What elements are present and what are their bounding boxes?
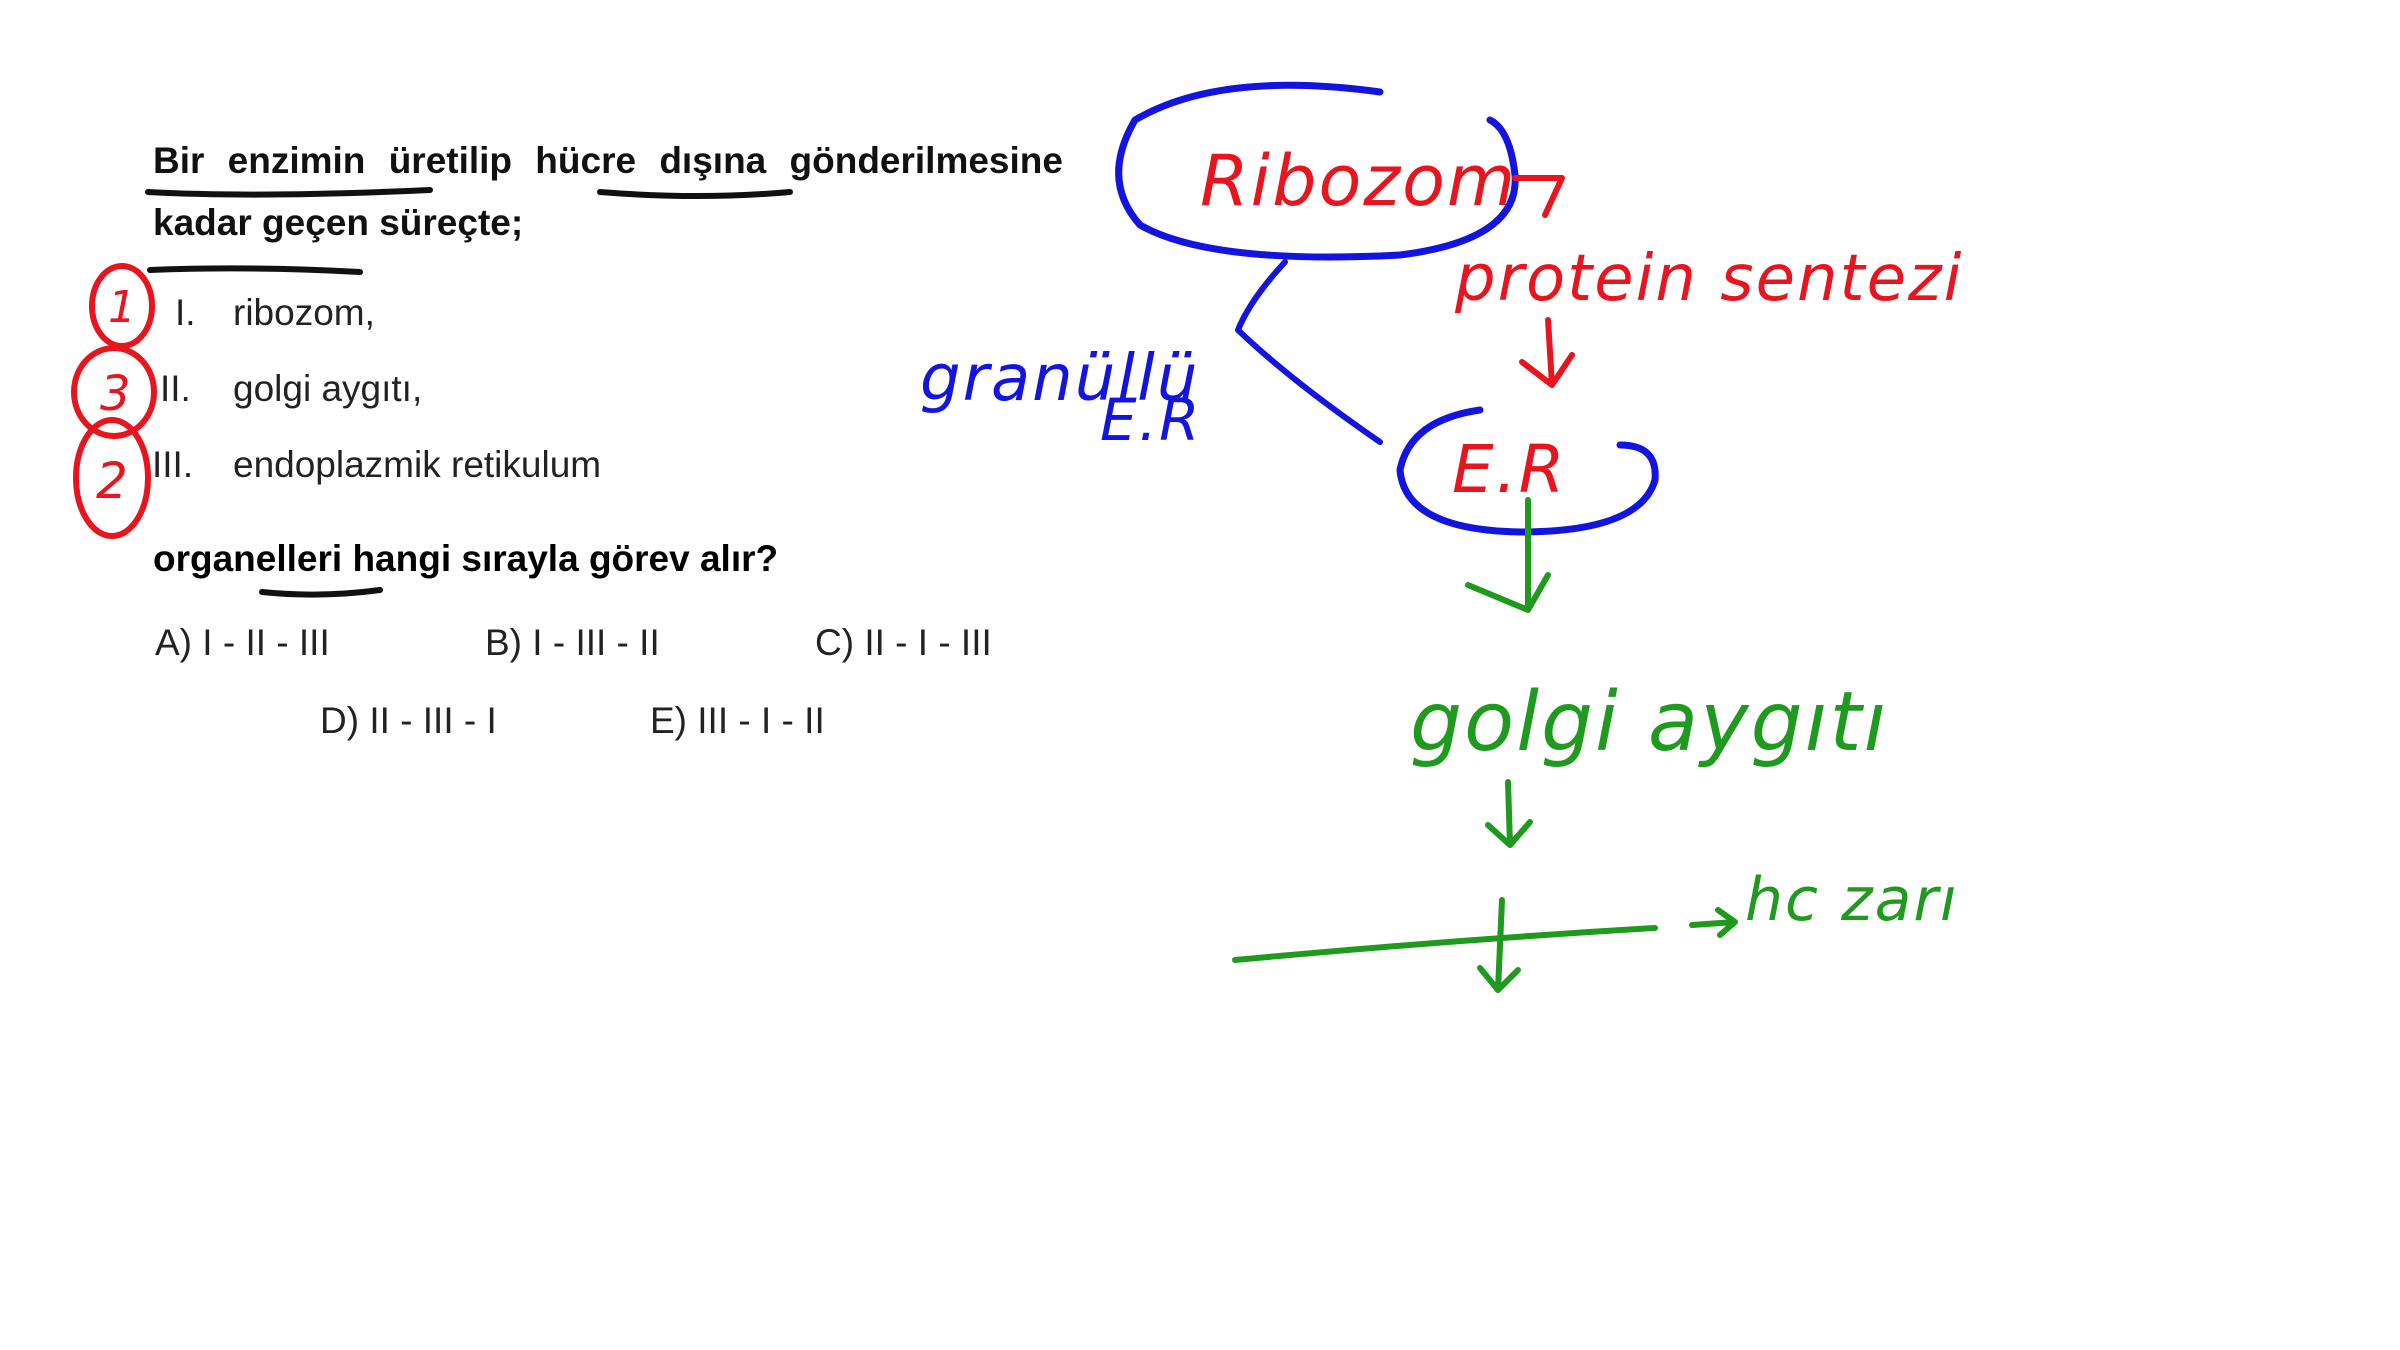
order-circle [73,417,151,539]
order-circle [71,345,157,439]
item-golgi: II. golgi aygıtı, [160,368,422,410]
stem-word: üretilip [388,140,513,181]
question-stem-line-2: kadar geçen süreçte; [153,202,524,243]
stem-word: Bir [153,140,205,181]
question-stem-line-1: Bir enzimin üretilip hücre dışına gönder… [153,130,1063,192]
underline-mark [259,587,383,598]
granullu-label: granüllü [920,342,1199,416]
golgi-label: golgi aygıtı [1410,675,1888,770]
protein-sentezi-label: protein sentezi [1454,242,1963,316]
arrow-down-icon [1477,897,1521,993]
question-block: Bir enzimin üretilip hücre dışına gönder… [153,130,1083,254]
order-marks [71,263,157,539]
option-d[interactable]: D) II - III - I [320,700,497,741]
item-text: endoplazmik retikulum [233,444,602,485]
option-a[interactable]: A) I - II - III [155,622,330,663]
branch-line [1235,259,1383,445]
item-number: I. [175,292,196,333]
order-mark-3: 3 [100,366,133,422]
er-circle [1396,406,1659,536]
option-b[interactable]: B) I - III - II [485,622,660,663]
item-number: II. [160,368,191,409]
stem-word: dışına [659,140,767,181]
item-number: III. [152,444,194,485]
arrow-down-icon [1485,779,1533,848]
item-text: ribozom, [233,292,375,333]
stem-word: enzimin [227,140,366,181]
option-c[interactable]: C) II - I - III [815,622,992,663]
order-mark-2: 2 [96,452,130,510]
arrow-down-icon [1465,497,1551,613]
stem-word: gönderilmesine [789,140,1063,181]
ribozom-label: Ribozom [1200,140,1517,222]
arrow-icon [1512,175,1565,218]
option-e[interactable]: E) III - I - II [650,700,825,741]
arrow-down-icon [1519,317,1575,388]
item-ribozom: I. ribozom, [175,292,375,334]
item-er: III. endoplazmik retikulum [152,444,601,486]
arrow-right-icon [1689,907,1738,938]
underline-mark [147,265,363,275]
cell-membrane-line [1232,925,1658,963]
hucre-zari-label: hc zarı [1745,865,1959,935]
er-label: E.R [1452,431,1567,508]
granullu-er-label: E.R [1100,386,1201,454]
stem-word: hücre [535,140,637,181]
item-text: golgi aygıtı, [233,368,423,409]
order-circle [89,263,155,349]
order-mark-1: 1 [108,282,138,333]
ribozom-circle [1115,81,1519,261]
question-stem-end: organelleri hangi sırayla görev alır? [153,538,779,579]
